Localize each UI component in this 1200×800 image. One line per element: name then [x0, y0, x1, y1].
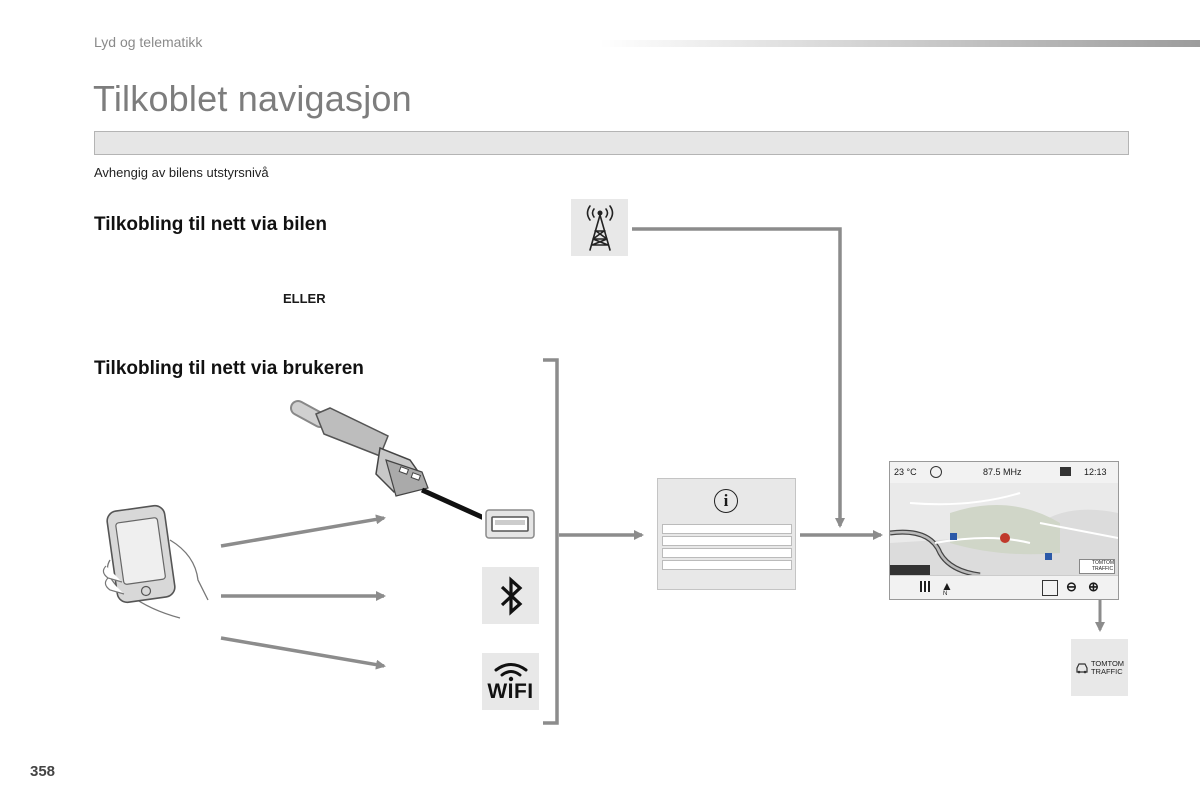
- section-header: Lyd og telematikk: [94, 34, 203, 50]
- equipment-note: Avhengig av bilens utstyrsnivå: [94, 165, 269, 180]
- phone-to-wifi-arrow: [220, 636, 386, 670]
- page-title: Tilkoblet navigasjon: [93, 78, 412, 119]
- wifi-label: WIFI: [487, 679, 534, 703]
- antenna-to-screen-arrow: [632, 227, 845, 528]
- screen-radio-frequency: 87.5 MHz: [983, 467, 1022, 477]
- screen-clock: 12:13: [1084, 467, 1107, 477]
- destination-flag-icon: [920, 581, 930, 592]
- location-target-icon: [930, 466, 942, 478]
- info-icon: i: [714, 489, 738, 513]
- zoom-in-icon: ⊕: [1088, 579, 1099, 594]
- info-row: [662, 536, 792, 546]
- screen-traffic-line2: TRAFFIC: [1092, 566, 1114, 572]
- phone-to-usb-arrow: [220, 514, 386, 548]
- map-settings-icon: [1042, 580, 1058, 596]
- usb-cable-illustration: [290, 400, 486, 521]
- info-row: [662, 524, 792, 534]
- info-row: [662, 548, 792, 558]
- navigation-screen: 23 °C 87.5 MHz 12:13 TOMTOM TRAFFIC ▲ N …: [889, 461, 1119, 600]
- header-gradient-bar: [600, 40, 1200, 47]
- smartphone-hand-illustration: [102, 504, 209, 619]
- tomtom-line1: TOMTOM: [1090, 658, 1125, 668]
- bluetooth-icon: [500, 575, 522, 616]
- bluetooth-tile: [482, 567, 539, 624]
- screen-traffic-badge: TOMTOM TRAFFIC: [1079, 559, 1115, 574]
- bracket-line: [543, 358, 559, 725]
- or-label: ELLER: [283, 291, 326, 306]
- screen-status-bar: 23 °C 87.5 MHz 12:13: [890, 462, 1118, 484]
- screen-temperature: 23 °C: [894, 467, 917, 477]
- wifi-tile: WIFI: [482, 653, 539, 710]
- tomtom-line2: TRAFFIC: [1090, 666, 1123, 676]
- heading-car-connection: Tilkobling til nett via bilen: [94, 214, 327, 235]
- antenna-icon: [586, 204, 613, 251]
- info-panel: i: [657, 478, 796, 590]
- compass-arrow-icon: ▲: [941, 579, 953, 593]
- tomtom-traffic-label: TOMTOM TRAFFIC: [1090, 658, 1125, 676]
- tomtom-traffic-tile: TOMTOM TRAFFIC: [1071, 639, 1128, 696]
- screen-bottom-bar: ▲ N ⊖ ⊕: [890, 575, 1118, 599]
- info-row: [662, 560, 792, 570]
- zoom-out-icon: ⊖: [1066, 579, 1077, 594]
- usb-port-icon: [485, 509, 535, 539]
- page-number: 358: [30, 763, 56, 780]
- usb-port-tile: [482, 506, 538, 542]
- screen-traffic-line1: TOMTOM: [1092, 560, 1115, 566]
- compass-label: N: [943, 591, 948, 597]
- heading-user-connection: Tilkobling til nett via brukeren: [94, 358, 364, 379]
- title-band: [94, 131, 1129, 155]
- wifi-icon: [494, 662, 527, 681]
- messages-icon: [1060, 467, 1071, 476]
- traffic-car-icon: [1076, 662, 1088, 673]
- antenna-tile: [571, 199, 628, 256]
